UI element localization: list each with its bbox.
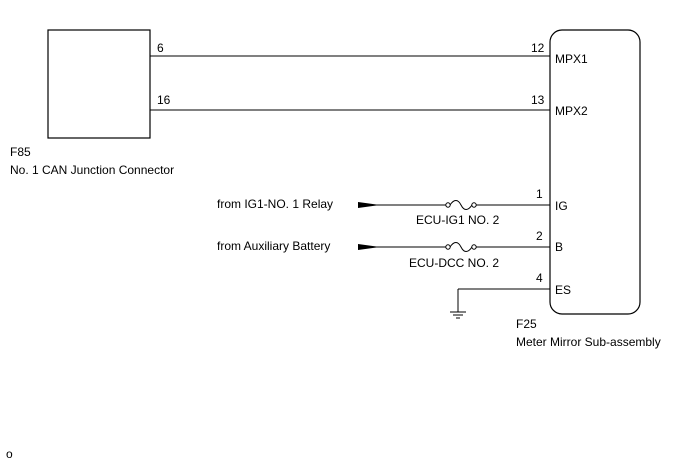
pin-label-ig: IG [555, 199, 568, 213]
f25-pin-13: 13 [531, 93, 545, 107]
f85-pin-16: 16 [157, 93, 171, 107]
f85-pin-6: 6 [157, 41, 164, 55]
battery-fuse-icon [449, 242, 473, 252]
pin-label-mpx1: MPX1 [555, 52, 588, 66]
ground-icon [450, 311, 466, 319]
pin-label-mpx2: MPX2 [555, 104, 588, 118]
pin-label-es: ES [555, 283, 571, 297]
f25-code: F25 [516, 317, 537, 331]
f25-pin-4: 4 [536, 271, 543, 285]
pin-label-b: B [555, 240, 563, 254]
f25-pin-1: 1 [536, 187, 543, 201]
f25-pin-2: 2 [536, 229, 543, 243]
ig-fuse-terminal-left [445, 202, 451, 208]
battery-fuse-terminal-left [445, 244, 451, 250]
ig-fuse-label: ECU-IG1 NO. 2 [416, 213, 500, 227]
ig-fuse-icon [449, 200, 473, 210]
footer-mark: o [6, 447, 13, 461]
battery-source-label: from Auxiliary Battery [217, 239, 330, 253]
meter-mirror-box [549, 29, 641, 315]
battery-fuse-terminal-right [471, 244, 477, 250]
ig-source-label: from IG1-NO. 1 Relay [217, 197, 333, 211]
junction-connector-box [47, 29, 151, 139]
f85-code: F85 [10, 145, 31, 159]
f25-name: Meter Mirror Sub-assembly [516, 335, 661, 349]
battery-fuse-label: ECU-DCC NO. 2 [409, 256, 499, 270]
f85-name: No. 1 CAN Junction Connector [10, 163, 174, 177]
ig-fuse-terminal-right [471, 202, 477, 208]
f25-pin-12: 12 [531, 41, 545, 55]
